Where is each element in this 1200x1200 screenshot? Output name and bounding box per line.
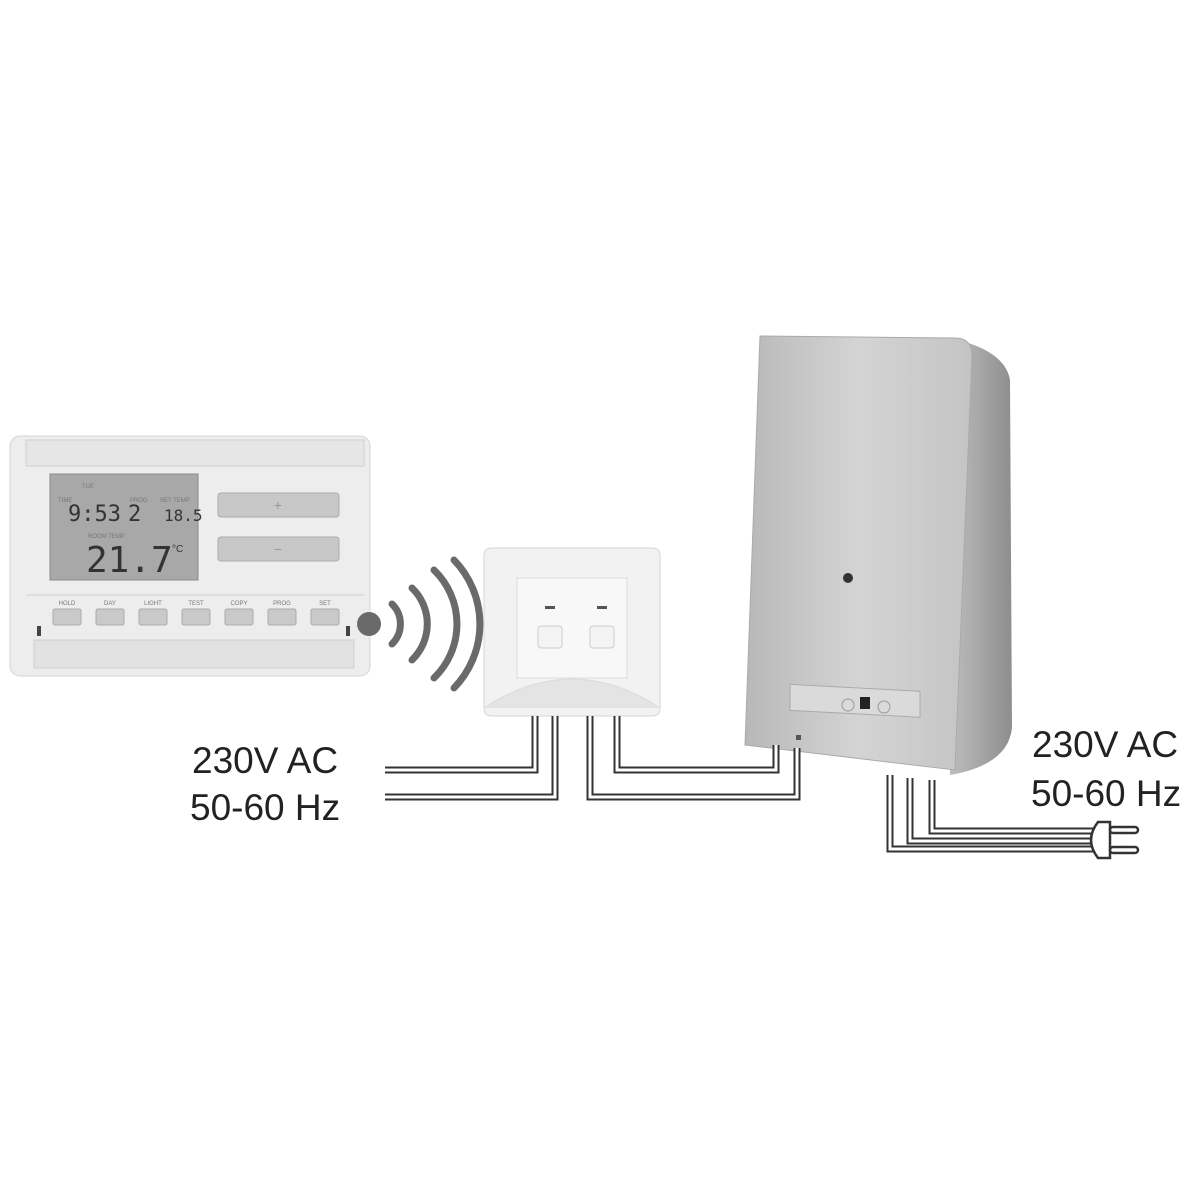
thermostat-button-prog[interactable] bbox=[267, 608, 297, 626]
thermostat-button-day[interactable] bbox=[95, 608, 125, 626]
receiver-button-left[interactable] bbox=[537, 625, 563, 649]
thermostat-button-label: TEST bbox=[188, 601, 204, 607]
plug-icon bbox=[1089, 820, 1140, 860]
thermostat: TUE TIME PROG SET TEMP 9:53 2 18.5 ROOM … bbox=[9, 435, 371, 677]
right-supply-frequency: 50-60 Hz bbox=[1031, 773, 1181, 814]
wire bbox=[888, 775, 1096, 851]
thermostat-button-copy[interactable] bbox=[224, 608, 254, 626]
thermostat-button-light[interactable] bbox=[138, 608, 168, 626]
lcd-display bbox=[49, 473, 199, 581]
lcd-program-label: PROG bbox=[130, 498, 148, 504]
lcd-day: TUE bbox=[82, 484, 94, 490]
thermostat-button-hold[interactable] bbox=[52, 608, 82, 626]
wire bbox=[615, 716, 778, 772]
wire bbox=[588, 716, 799, 799]
lcd-time: 9:53 bbox=[68, 502, 121, 527]
receiver-unit bbox=[483, 547, 661, 717]
thermostat-button-label: PROG bbox=[273, 601, 291, 607]
lcd-program: 2 bbox=[128, 502, 141, 527]
wire bbox=[385, 716, 539, 774]
lcd-time-label: TIME bbox=[58, 498, 72, 504]
wireless-signal-icon bbox=[357, 556, 484, 692]
wire bbox=[385, 716, 557, 799]
boiler bbox=[744, 335, 1012, 775]
minus-label: − bbox=[274, 541, 282, 557]
wires bbox=[385, 716, 1096, 853]
wire bbox=[385, 716, 559, 801]
thermostat-button-test[interactable] bbox=[181, 608, 211, 626]
wire bbox=[908, 778, 1092, 843]
lcd-set-label: SET TEMP bbox=[160, 498, 190, 504]
lcd-set-temp: 18.5 bbox=[164, 506, 203, 525]
thermostat-button-label: SET bbox=[319, 601, 331, 607]
left-supply-voltage: 230V AC bbox=[192, 740, 338, 781]
plus-button[interactable] bbox=[217, 492, 340, 518]
receiver-button-right[interactable] bbox=[589, 625, 615, 649]
minus-button[interactable] bbox=[217, 536, 340, 562]
lcd-room-temp: 21.7 bbox=[86, 540, 173, 581]
plus-label: + bbox=[274, 497, 282, 513]
wire bbox=[930, 780, 1096, 833]
thermostat-button-label: HOLD bbox=[59, 601, 76, 607]
thermostat-button-label: COPY bbox=[230, 601, 247, 607]
left-supply-frequency: 50-60 Hz bbox=[190, 787, 340, 828]
wire bbox=[385, 716, 537, 772]
thermostat-button-label: LIGHT bbox=[144, 601, 162, 607]
thermostat-button-set[interactable] bbox=[310, 608, 340, 626]
thermostat-button-label: DAY bbox=[104, 601, 116, 607]
lcd-unit: °C bbox=[172, 544, 183, 555]
right-supply-voltage: 230V AC bbox=[1032, 724, 1178, 765]
lcd-room-label: ROOM TEMP bbox=[88, 534, 125, 540]
